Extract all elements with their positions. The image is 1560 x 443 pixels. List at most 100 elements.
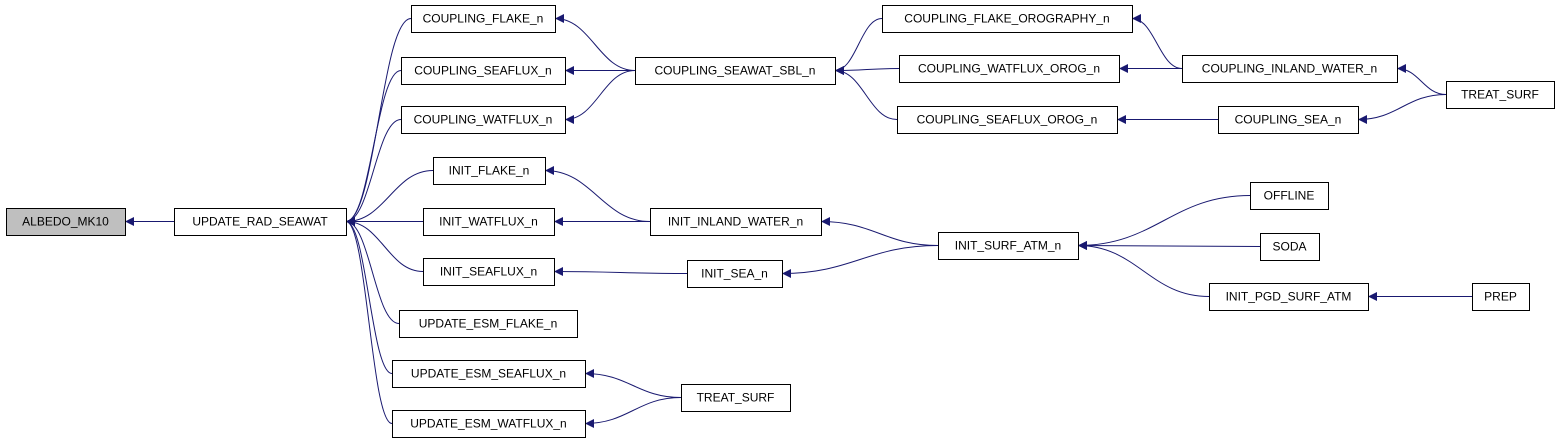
node-box[interactable] <box>687 260 783 288</box>
node-c-seaflux[interactable]: COUPLING_SEAFLUX_n <box>401 57 566 85</box>
node-box[interactable] <box>1260 233 1320 261</box>
edges-layer <box>125 14 1472 428</box>
edge-i_pgd-to-i_surf_atm <box>1077 241 1210 297</box>
edge-u_esm_flake-to-update_rad <box>345 217 400 324</box>
node-i-inland[interactable]: INIT_INLAND_WATER_n <box>650 208 822 236</box>
node-offline[interactable]: OFFLINE <box>1250 182 1329 210</box>
node-update-rad[interactable]: UPDATE_RAD_SEAWAT <box>174 208 347 236</box>
edge-c_seaflux_orog-to-c_seawat_sbl <box>834 66 898 120</box>
node-label: SODA <box>1272 240 1306 254</box>
edge-i_surf_atm-to-i_sea <box>781 245 939 278</box>
edge-c_seawat_sbl-to-c_flake <box>554 14 636 71</box>
node-i-seaflux[interactable]: INIT_SEAFLUX_n <box>423 258 555 286</box>
node-label: INIT_SEAFLUX_n <box>440 265 537 279</box>
node-i-pgd[interactable]: INIT_PGD_SURF_ATM <box>1209 283 1369 311</box>
node-label: COUPLING_SEAFLUX_OROG_n <box>917 113 1098 127</box>
edge-c_watflux_orog-to-c_seawat_sbl <box>834 65 900 75</box>
node-label: INIT_INLAND_WATER_n <box>668 215 803 229</box>
node-label: INIT_FLAKE_n <box>449 164 530 178</box>
node-c-seaflux-orog[interactable]: COUPLING_SEAFLUX_OROG_n <box>897 106 1118 134</box>
edge-i_inland-to-i_flake <box>544 166 651 222</box>
node-treat-surf-a[interactable]: TREAT_SURF <box>681 384 791 412</box>
node-label: INIT_WATFLUX_n <box>439 215 538 229</box>
node-box[interactable] <box>899 55 1120 83</box>
node-albedo[interactable]: ALBEDO_MK10 <box>6 208 126 236</box>
edge-treat_surf_b-to-c_inland <box>1396 64 1447 95</box>
node-box[interactable] <box>6 208 126 236</box>
edge-i_flake-to-update_rad <box>345 170 434 226</box>
edge-i_sea-to-i_seaflux <box>553 267 688 277</box>
node-i-surf-atm[interactable]: INIT_SURF_ATM_n <box>938 232 1079 260</box>
node-box[interactable] <box>174 208 347 236</box>
node-box[interactable] <box>635 57 836 85</box>
node-label: OFFLINE <box>1264 189 1315 203</box>
node-box[interactable] <box>681 384 791 412</box>
node-u-esm-flake[interactable]: UPDATE_ESM_FLAKE_n <box>399 310 578 338</box>
node-label: TREAT_SURF <box>1461 88 1539 102</box>
edge-c_flake_orog-to-c_seawat_sbl <box>834 18 883 75</box>
node-soda[interactable]: SODA <box>1260 233 1320 261</box>
edge-treat_surf_a-to-u_esm_watflux <box>584 397 682 428</box>
node-treat-surf-b[interactable]: TREAT_SURF <box>1446 81 1555 109</box>
node-box[interactable] <box>392 410 586 438</box>
edge-i_surf_atm-to-i_inland <box>820 217 939 246</box>
node-box[interactable] <box>1182 55 1398 83</box>
edge-treat_surf_b-to-c_sea <box>1357 94 1447 124</box>
node-i-sea[interactable]: INIT_SEA_n <box>687 260 783 288</box>
node-c-seawat-sbl[interactable]: COUPLING_SEAWAT_SBL_n <box>635 57 836 85</box>
node-label: TREAT_SURF <box>697 391 775 405</box>
node-label: INIT_PGD_SURF_ATM <box>1226 290 1352 304</box>
node-label: UPDATE_ESM_SEAFLUX_n <box>411 367 566 381</box>
node-c-watflux-orog[interactable]: COUPLING_WATFLUX_OROG_n <box>899 55 1120 83</box>
node-box[interactable] <box>411 5 556 33</box>
node-c-watflux[interactable]: COUPLING_WATFLUX_n <box>401 106 566 134</box>
node-box[interactable] <box>401 106 566 134</box>
node-c-flake-orog[interactable]: COUPLING_FLAKE_OROGRAPHY_n <box>882 5 1133 33</box>
node-u-esm-watflux[interactable]: UPDATE_ESM_WATFLUX_n <box>392 410 586 438</box>
node-box[interactable] <box>1446 81 1555 109</box>
node-label: COUPLING_SEAWAT_SBL_n <box>655 64 816 78</box>
node-i-flake[interactable]: INIT_FLAKE_n <box>433 157 546 185</box>
node-label: COUPLING_SEAFLUX_n <box>414 64 551 78</box>
node-label: COUPLING_FLAKE_OROGRAPHY_n <box>904 12 1109 26</box>
node-label: INIT_SURF_ATM_n <box>955 239 1061 253</box>
edge-treat_surf_a-to-u_esm_seaflux <box>584 369 682 398</box>
node-u-esm-seaflux[interactable]: UPDATE_ESM_SEAFLUX_n <box>392 360 586 388</box>
edge-u_esm_watflux-to-update_rad <box>345 217 393 424</box>
node-box[interactable] <box>1218 106 1359 134</box>
edge-offline-to-i_surf_atm <box>1077 195 1251 250</box>
node-prep[interactable]: PREP <box>1472 283 1530 311</box>
node-box[interactable] <box>1209 283 1369 311</box>
node-label: COUPLING_WATFLUX_n <box>414 113 553 127</box>
nodes-layer: ALBEDO_MK10 UPDATE_RAD_SEAWAT COUPLING_FLA… <box>6 5 1555 438</box>
node-box[interactable] <box>882 5 1133 33</box>
node-box[interactable] <box>938 232 1079 260</box>
node-box[interactable] <box>392 360 586 388</box>
node-box[interactable] <box>401 57 566 85</box>
node-label: PREP <box>1484 290 1517 304</box>
node-label: COUPLING_FLAKE_n <box>423 12 544 26</box>
node-c-sea[interactable]: COUPLING_SEA_n <box>1218 106 1359 134</box>
node-c-flake[interactable]: COUPLING_FLAKE_n <box>411 5 556 33</box>
node-box[interactable] <box>399 310 578 338</box>
edge-c_seaflux-to-update_rad <box>345 70 402 226</box>
node-label: COUPLING_SEA_n <box>1235 113 1342 127</box>
node-box[interactable] <box>1472 283 1530 311</box>
node-box[interactable] <box>423 208 555 236</box>
node-box[interactable] <box>423 258 555 286</box>
edge-u_esm_seaflux-to-update_rad <box>345 217 393 374</box>
edge-c_watflux-to-update_rad <box>345 119 402 226</box>
node-label: UPDATE_ESM_FLAKE_n <box>419 317 558 331</box>
node-label: UPDATE_ESM_WATFLUX_n <box>410 417 566 431</box>
node-box[interactable] <box>1250 182 1329 210</box>
edge-i_seaflux-to-update_rad <box>345 217 424 272</box>
node-box[interactable] <box>650 208 822 236</box>
node-label: INIT_SEA_n <box>701 267 768 281</box>
node-box[interactable] <box>433 157 546 185</box>
node-i-watflux[interactable]: INIT_WATFLUX_n <box>423 208 555 236</box>
edge-c_inland-to-c_flake_orog <box>1131 14 1183 69</box>
edge-c_seawat_sbl-to-c_watflux <box>564 70 636 124</box>
node-box[interactable] <box>897 106 1118 134</box>
node-c-inland[interactable]: COUPLING_INLAND_WATER_n <box>1182 55 1398 83</box>
